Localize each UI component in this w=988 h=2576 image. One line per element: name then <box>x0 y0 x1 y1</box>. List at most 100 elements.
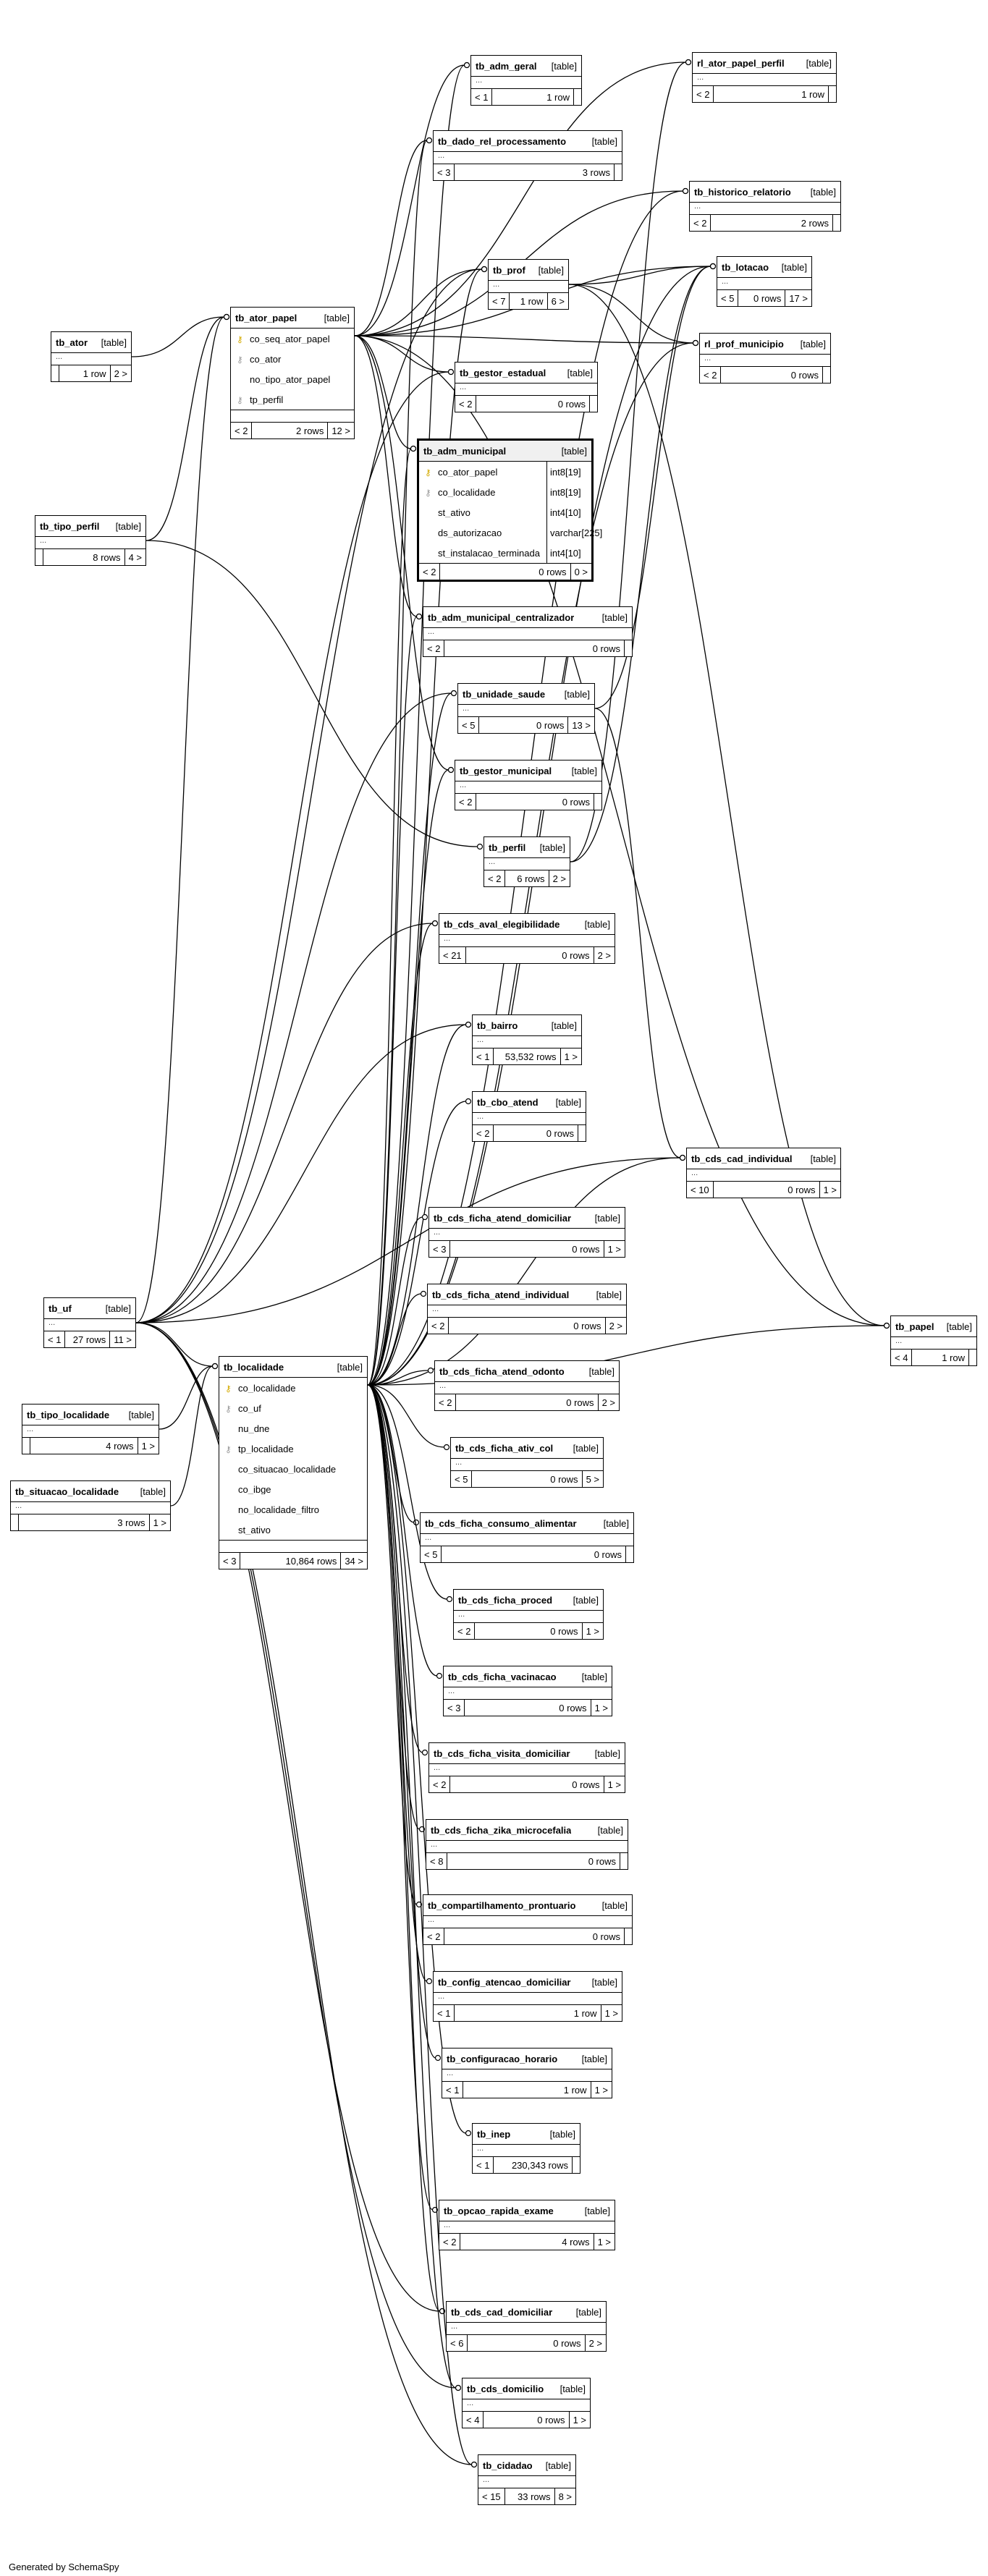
row-count: 0 rows <box>472 1471 583 1487</box>
parents-count: < 1 <box>473 1048 494 1064</box>
collapsed-columns: ... <box>473 2144 580 2156</box>
column-name: nu_dne <box>238 1423 270 1433</box>
table-tb_cds_ficha_visita_domiciliar[interactable]: tb_cds_ficha_visita_domiciliar[table] ..… <box>428 1742 625 1793</box>
table-tb_ator_papel[interactable]: tb_ator_papel[table] ⚷co_seq_ator_papel … <box>230 307 355 439</box>
parents-count: < 1 <box>44 1331 66 1347</box>
table-tb_cds_ficha_zika_microcefalia[interactable]: tb_cds_ficha_zika_microcefalia[table] ..… <box>426 1819 628 1870</box>
relationship-edge <box>135 1157 681 1323</box>
table-name: tb_cds_ficha_atend_domiciliar <box>434 1213 572 1223</box>
primary-key-icon: ⚷ <box>225 1383 232 1393</box>
table-kind: [table] <box>603 1517 629 1529</box>
parents-count: < 5 <box>421 1546 442 1562</box>
children-count: 4 > <box>128 551 142 563</box>
spacer <box>219 1540 367 1552</box>
column-name: co_uf <box>238 1403 261 1413</box>
column-name: no_localidade_filtro <box>238 1504 320 1514</box>
table-name: tb_cds_cad_domiciliar <box>451 2307 553 2317</box>
table-tb_config_atencao_domiciliar[interactable]: tb_config_atencao_domiciliar[table] ... … <box>433 1971 622 2022</box>
collapsed-columns: ... <box>473 1035 581 1048</box>
parents-count: < 2 <box>429 1776 451 1792</box>
table-kind: [table] <box>810 186 836 198</box>
collapsed-columns: ... <box>442 2069 612 2081</box>
parents-count: < 1 <box>434 2005 455 2021</box>
children-count <box>574 89 581 105</box>
column-name: ds_autorizacao <box>438 528 502 538</box>
table-name: tb_cds_ficha_proced <box>458 1595 553 1605</box>
foreign-key-icon: ⚷ <box>225 1444 232 1454</box>
column-row: ⚷co_seq_ator_papel <box>231 329 354 349</box>
table-tb_dado_rel_processamento[interactable]: tb_dado_rel_processamento[table] ... < 3… <box>433 130 622 181</box>
table-kind: [table] <box>538 264 564 276</box>
collapsed-columns: ... <box>429 1763 625 1776</box>
collapsed-columns: ... <box>454 1610 603 1622</box>
parents-count: < 2 <box>423 640 445 656</box>
table-tb_compartilhamento_prontuario[interactable]: tb_compartilhamento_prontuario[table] ..… <box>423 1894 633 1945</box>
relationship-edge <box>367 923 434 1386</box>
column-name: tp_localidade <box>238 1444 294 1454</box>
children-count: 1 > <box>564 1051 578 1062</box>
row-count: 1 row <box>463 2082 591 2098</box>
collapsed-columns: ... <box>451 1458 603 1470</box>
parents-count: < 2 <box>473 1125 494 1141</box>
table-name: tb_cidadao <box>483 2460 533 2470</box>
table-kind: [table] <box>539 842 565 853</box>
table-kind: [table] <box>101 336 127 348</box>
table-tb_cds_ficha_atend_individual[interactable]: tb_cds_ficha_atend_individual[table] ...… <box>427 1284 627 1334</box>
table-name: tb_cds_ficha_atend_odonto <box>439 1366 565 1376</box>
table-name: rl_ator_papel_perfil <box>697 58 785 68</box>
collapsed-columns: ... <box>428 1305 626 1317</box>
table-tb_cds_ficha_atend_domiciliar[interactable]: tb_cds_ficha_atend_domiciliar[table] ...… <box>428 1207 625 1258</box>
parents-count: < 4 <box>463 2412 484 2428</box>
relationship-edge <box>135 692 452 1323</box>
table-name: tb_uf <box>48 1303 72 1313</box>
table-tb_localidade[interactable]: tb_localidade[table] ⚷co_localidade ⚷co_… <box>219 1356 368 1569</box>
table-kind: [table] <box>800 338 826 349</box>
table-tb_cds_ficha_consumo_alimentar[interactable]: tb_cds_ficha_consumo_alimentar[table] ..… <box>420 1512 634 1563</box>
column-row: ⚷ tp_localidade <box>219 1439 367 1459</box>
children-count: 2 > <box>609 1320 622 1331</box>
table-tb_cds_aval_elegibilidade[interactable]: tb_cds_aval_elegibilidade[table] ... < 2… <box>439 913 615 964</box>
table-tb_cds_ficha_atend_odonto[interactable]: tb_cds_ficha_atend_odonto[table] ... < 2… <box>434 1360 620 1411</box>
parents-count: < 4 <box>891 1350 913 1365</box>
column-name: co_localidade <box>238 1383 296 1393</box>
children-count <box>594 794 601 810</box>
table-tb_adm_municipal_centralizador[interactable]: tb_adm_municipal_centralizador[table] ..… <box>423 606 633 657</box>
table-tb_situacao_localidade[interactable]: tb_situacao_localidade[table] ... 3 rows… <box>10 1480 171 1531</box>
crows-foot-marker <box>465 1098 472 1105</box>
